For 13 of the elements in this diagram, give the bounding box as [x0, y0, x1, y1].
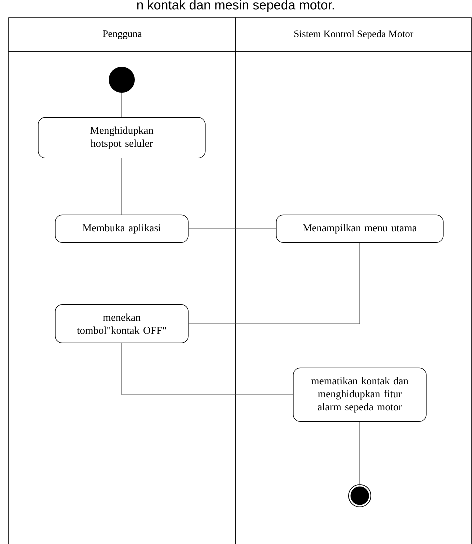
activity-box: mematikan kontak dan menghidupkan fitur alarm sepeda motor	[293, 368, 427, 422]
connector	[188, 228, 276, 230]
node-label: Sistem Kontrol Sepeda Motor	[294, 30, 414, 40]
activity-box: Menampilkan menu utama	[276, 214, 444, 244]
start-node	[109, 67, 135, 93]
caption: n kontak dan mesin sepeda motor.	[138, 0, 334, 12]
connector	[122, 343, 294, 396]
node-label: Pengguna	[103, 30, 142, 40]
activity-box: Membuka aplikasi	[55, 214, 189, 244]
activity-box: menekan tombol"kontak OFF"	[55, 304, 189, 344]
connector	[188, 242, 360, 324]
end-node	[348, 484, 372, 508]
activity-box: Menghidupkan hotspot seluler	[38, 117, 206, 159]
